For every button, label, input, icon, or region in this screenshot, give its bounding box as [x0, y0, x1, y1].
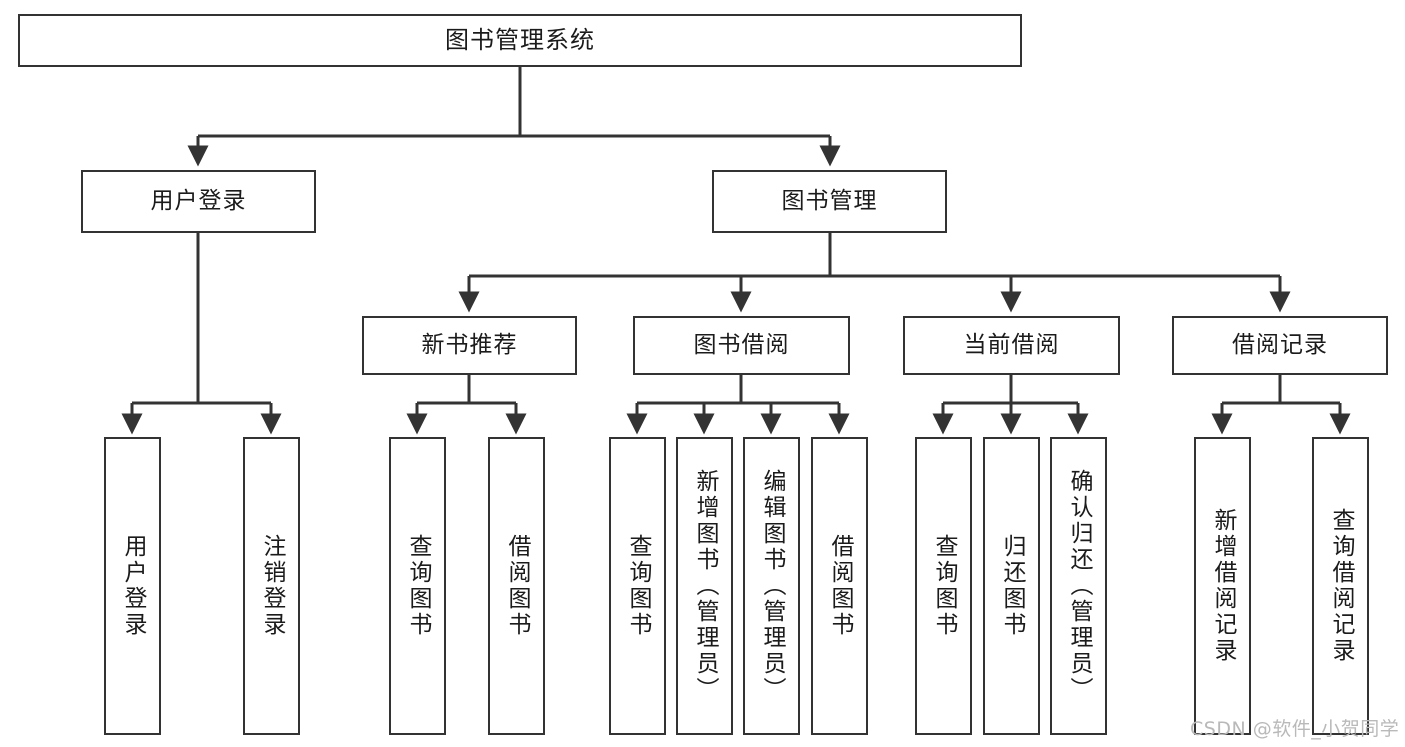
leaf-add-book-admin[interactable]: 新增图书（管理员）: [676, 437, 733, 735]
leaf-logout-login[interactable]: 注销登录: [243, 437, 300, 735]
node-user-login[interactable]: 用户登录: [81, 170, 316, 233]
leaf-user-login[interactable]: 用户登录: [104, 437, 161, 735]
node-root[interactable]: 图书管理系统: [18, 14, 1022, 67]
node-book-manage[interactable]: 图书管理: [712, 170, 947, 233]
node-current-borrow[interactable]: 当前借阅: [903, 316, 1120, 375]
leaf-borrow-book-1[interactable]: 借阅图书: [488, 437, 545, 735]
leaf-query-borrow-record[interactable]: 查询借阅记录: [1312, 437, 1369, 735]
node-new-book-recommend[interactable]: 新书推荐: [362, 316, 577, 375]
leaf-query-book-2[interactable]: 查询图书: [609, 437, 666, 735]
node-book-borrow[interactable]: 图书借阅: [633, 316, 850, 375]
leaf-query-book-1[interactable]: 查询图书: [389, 437, 446, 735]
node-borrow-record[interactable]: 借阅记录: [1172, 316, 1388, 375]
leaf-query-book-3[interactable]: 查询图书: [915, 437, 972, 735]
leaf-confirm-return-admin[interactable]: 确认归还（管理员）: [1050, 437, 1107, 735]
leaf-return-book[interactable]: 归还图书: [983, 437, 1040, 735]
leaf-borrow-book-2[interactable]: 借阅图书: [811, 437, 868, 735]
csdn-watermark: CSDN @软件_小贺同学: [1190, 718, 1400, 740]
leaf-add-borrow-record[interactable]: 新增借阅记录: [1194, 437, 1251, 735]
leaf-edit-book-admin[interactable]: 编辑图书（管理员）: [743, 437, 800, 735]
